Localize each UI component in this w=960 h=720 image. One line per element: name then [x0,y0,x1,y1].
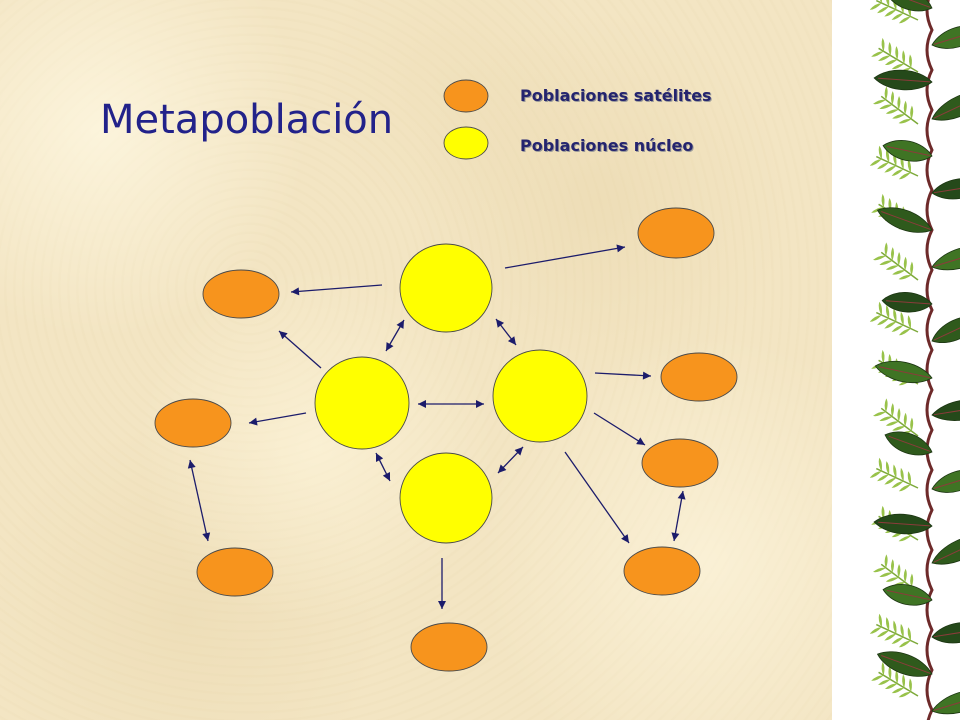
leaf-vine [869,0,960,720]
arrow-core-top-core-right [495,318,517,346]
arrow-core-left-to-satellite-left [248,412,307,426]
fern-frond-icon [869,613,919,648]
arrow-core-top-to-satellite-top-right [504,244,626,269]
leaf-vein [933,319,960,341]
leaf-vein [933,29,960,45]
core-populations [314,243,588,544]
core-population-top [399,243,493,333]
leaf-vein [933,184,960,194]
satellite-population-top-right [637,207,715,259]
fern-frond-icon [869,301,919,336]
satellite-population-lower-right [641,438,719,488]
leaf-vein [933,249,960,267]
fern-frond-icon [871,661,919,698]
arrow-core-right-to-satellite-lower-right [593,412,646,446]
satellite-population-left [154,398,232,448]
leaf-vein [888,0,931,8]
satellite-population-bottom-left [196,547,274,597]
vine-stem [925,0,934,720]
legend-swatch-satellite [443,79,489,113]
leaf-vein [878,77,931,83]
leaf-vein [879,366,931,379]
arrow-core-right-core-bottom [497,446,524,474]
leaf-vein [933,538,960,563]
fern-frond-icon [869,145,919,180]
leaf-vein [888,435,931,452]
satellite-populations [154,207,738,672]
fern-frond-icon [871,37,919,74]
leaf-vein [933,693,960,711]
leaf-icon [931,245,960,271]
leaf-icon [931,399,960,421]
core-population-right [492,349,588,443]
core-population-bottom [399,452,493,544]
core-population-left [314,356,410,450]
arrow-core-top-to-satellite-upper-left [290,284,383,296]
leaf-vein [881,655,931,674]
arrow-core-right-to-satellite-right [594,371,652,380]
arrow-core-left-to-satellite-upper-left [278,330,322,369]
page-title: Metapoblación [100,97,394,143]
legend [443,79,489,160]
legend-label-satellite: Poblaciones satélites [520,86,712,105]
arrow-core-left-core-bottom [375,452,391,482]
leaf-icon [931,689,960,715]
fern-frond-icon [869,457,919,492]
leaf-vein [878,521,931,527]
leaf-vein [933,94,960,119]
leaf-vein [881,211,931,230]
arrow-satellite-lower-right-satellite-bottom-right [671,490,686,542]
fern-frond-icon [873,86,919,125]
fern-frond-icon [873,398,919,437]
arrow-satellite-left-satellite-bottom-left [187,459,211,542]
leaf-vein [886,145,931,157]
leaf-vein [886,589,931,601]
legend-swatch-core [443,126,489,160]
legend-label-core: Poblaciones núcleo [520,136,694,155]
leaf-vein [933,473,960,489]
fern-frond-icon [873,242,919,281]
leaf-vein [886,300,931,305]
leaf-icon [884,0,933,12]
satellite-population-upper-left [202,269,280,319]
migration-arrows [187,244,686,609]
satellite-population-right [660,352,738,402]
arrow-core-top-core-left [385,319,405,352]
satellite-population-bottom [410,622,488,672]
leaf-vein [933,405,960,416]
satellite-population-bottom-right [623,546,701,596]
leaf-vein [933,628,960,638]
arrow-core-right-to-satellite-bottom-right [564,451,630,544]
